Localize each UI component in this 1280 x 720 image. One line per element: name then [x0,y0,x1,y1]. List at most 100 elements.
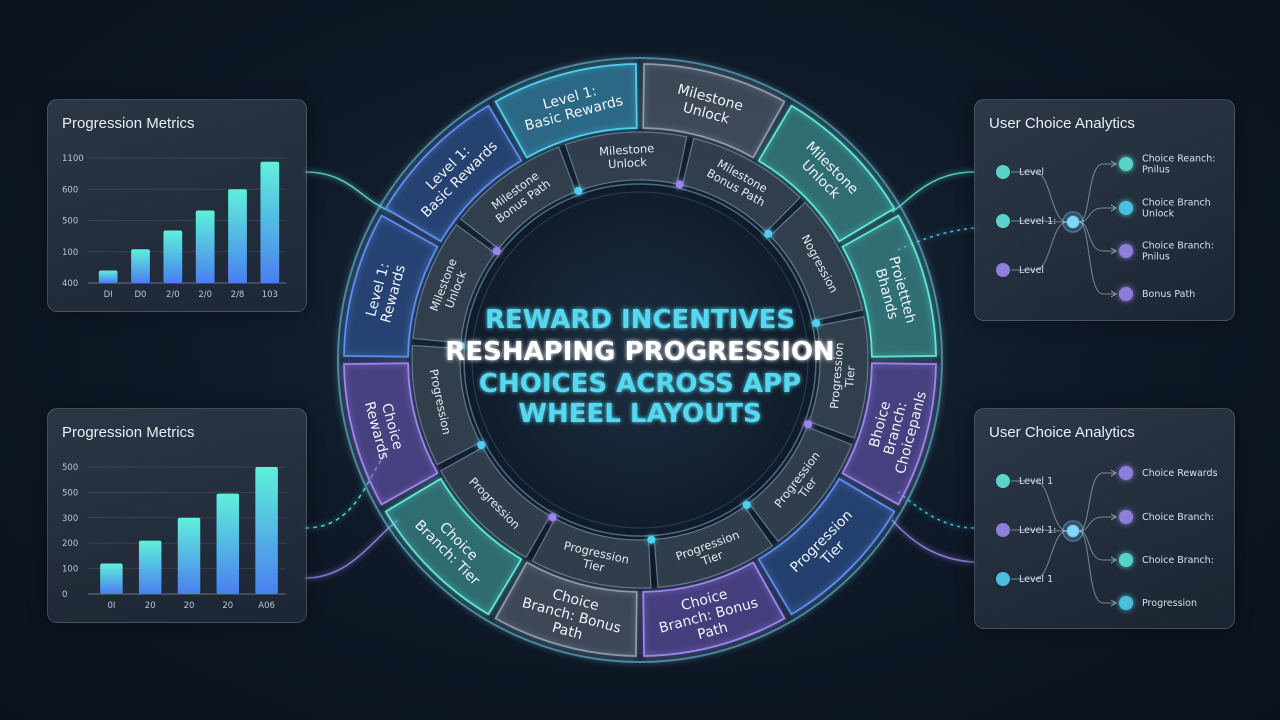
x-tick-label: 20 [145,601,156,611]
arrow-head [1110,160,1117,168]
wheel-title: REWARD INCENTIVES RESHAPING PROGRESSION … [445,305,834,429]
ring-dot [574,186,583,195]
inner-segment [564,131,688,191]
flow-hub-ring [1062,520,1084,542]
x-tick-label: D0 [135,290,147,300]
ring-dot [548,513,557,522]
segment-label: MilestoneUnlock [599,141,656,172]
segment-label: ChoiceRewards [361,396,407,462]
flow-line [1078,530,1115,604]
ring-dot [492,246,501,255]
hub-inner-line [471,191,809,529]
flow-node [1119,201,1133,215]
y-tick-label: 0 [62,590,67,600]
inner-segment [681,137,801,233]
ring-dot [477,441,486,450]
title-line-2: RESHAPING PROGRESSION [445,337,834,367]
flow-hub-node [1067,216,1079,228]
flow-node [1119,466,1133,480]
flow-hub-ring [1062,211,1084,233]
flow-node [996,474,1010,488]
flow-node-label: Choice Branch: [1142,555,1214,566]
flow-node [1119,244,1133,258]
flow-node-label: Level 1 [1019,574,1053,585]
x-tick-label: 2/0 [198,290,212,300]
flow-node [1119,596,1133,610]
inner-segment [808,316,869,439]
inner-segment [748,426,853,543]
arrow-head [1110,599,1117,607]
flow-node [1119,157,1133,171]
inner-segment [411,344,481,466]
metric-bar [177,517,201,594]
flow-node [996,263,1010,277]
hub-circle [463,183,817,537]
outer-segment [384,477,523,616]
y-tick-label: 500 [62,488,78,498]
flow-line [1078,207,1115,223]
flow-node [996,523,1010,537]
x-tick-label: A06 [258,601,275,611]
flow-node-label: Choice Reanch:Pnilus [1142,154,1216,176]
flow-line [1078,221,1115,295]
inner-segment [412,223,496,344]
flow-node [996,165,1010,179]
metric-bar [163,230,183,283]
flow-node-label: Level [1019,167,1044,178]
ring-dot [764,229,773,238]
arrow-head [1110,556,1117,564]
outer-segment [841,362,937,506]
y-tick-label: 600 [62,185,78,195]
y-tick-label: 300 [62,514,78,524]
flow-line [1078,163,1115,223]
y-tick-label: 500 [62,217,78,227]
flow-node-label: Bonus Path [1142,289,1195,300]
outer-segment [757,477,896,616]
flow-hub-node [1067,525,1079,537]
connector-line [304,171,393,213]
connector-line [891,519,975,563]
flow-line [1011,221,1068,271]
ring-dot [456,341,465,350]
ring-dots [456,180,821,544]
metric-bar [98,270,118,283]
y-tick-label: 400 [62,279,78,289]
outer-segment [841,214,937,358]
ring-dot [647,535,656,544]
x-tick-label: 0I [107,601,115,611]
metric-bar [195,210,215,283]
x-tick-label: 103 [262,290,278,300]
flow-line [1078,472,1115,532]
outer-segment [494,63,638,159]
flow-node [996,214,1010,228]
flow-line [1011,220,1068,223]
flow-line [1011,529,1068,532]
flow-line [1078,530,1115,561]
connector-line [304,519,399,579]
inner-segment [769,201,864,322]
title-line-4: WHEEL LAYOUTS [518,399,761,429]
panel-title: Progression Metrics [62,115,195,132]
y-tick-label: 100 [62,248,78,258]
y-tick-label: 500 [62,463,78,473]
metric-bar [138,540,162,594]
ring-dot [675,180,684,189]
flow-node-label: Choice Branch: [1142,512,1214,523]
outer-segment [494,561,638,657]
flow-node-label: Level 1: [1019,525,1056,536]
x-tick-label: 20 [184,601,195,611]
outer-segment [642,561,786,657]
inner-segment [439,446,551,559]
metric-bar [131,249,150,283]
flow-node-label: Progression [1142,598,1197,609]
metric-bar [260,161,280,283]
panel-title: User Choice Analytics [989,115,1135,132]
inner-segment [653,505,774,588]
